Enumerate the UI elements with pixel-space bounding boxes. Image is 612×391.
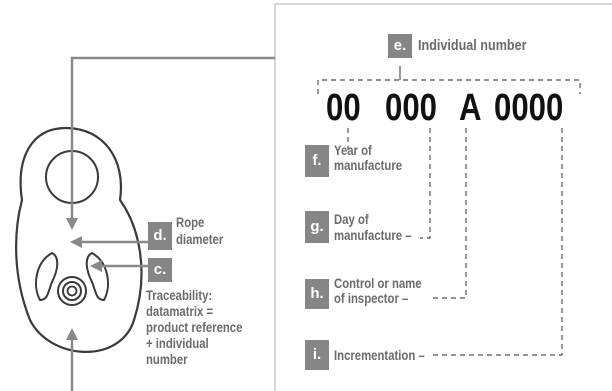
label-incrementation: Incrementation –	[334, 348, 425, 363]
badge-d: d.	[148, 222, 172, 250]
badge-i: i.	[305, 340, 329, 370]
pulley-axle-inner	[66, 285, 78, 297]
arrow-c	[90, 260, 102, 272]
badge-h: h.	[305, 279, 329, 309]
dash-g	[420, 128, 431, 239]
code-part-2: 000	[385, 87, 437, 129]
label-year-of: Year of	[334, 143, 372, 158]
label-day-of: Day of	[334, 212, 369, 227]
code-part-4: 0000	[494, 87, 564, 129]
label-individual-number: Individual number	[418, 37, 527, 54]
dash-i	[430, 128, 563, 356]
arrow-bottom	[66, 328, 78, 340]
badge-f: f.	[305, 145, 329, 177]
badge-e: e.	[388, 34, 412, 58]
dash-h	[430, 128, 467, 299]
pulley-left-slot	[35, 251, 59, 302]
arrow-d	[70, 236, 82, 248]
label-manufacture-g: manufacture –	[334, 228, 412, 243]
label-rope: Rope	[176, 215, 205, 230]
code-part-1: 00	[326, 87, 361, 129]
label-traceability: Traceability:	[146, 288, 213, 303]
panel-border	[274, 3, 612, 391]
arrow-e	[66, 218, 78, 230]
code-part-3: A	[459, 87, 482, 129]
badge-g: g.	[305, 211, 329, 243]
label-product-reference: product reference	[146, 320, 243, 335]
label-diameter: diameter	[176, 232, 224, 247]
badge-c: c.	[148, 258, 172, 282]
connector-e	[70, 56, 275, 222]
label-manufacture-f: manufacture	[334, 158, 403, 173]
label-control-or-name: Control or name	[334, 276, 422, 291]
label-datamatrix: datamatrix =	[146, 304, 214, 319]
label-individual: + individual	[146, 336, 209, 351]
label-number: number	[146, 352, 188, 367]
bracket-top	[317, 79, 581, 94]
label-of-inspector: of inspector –	[334, 291, 409, 306]
